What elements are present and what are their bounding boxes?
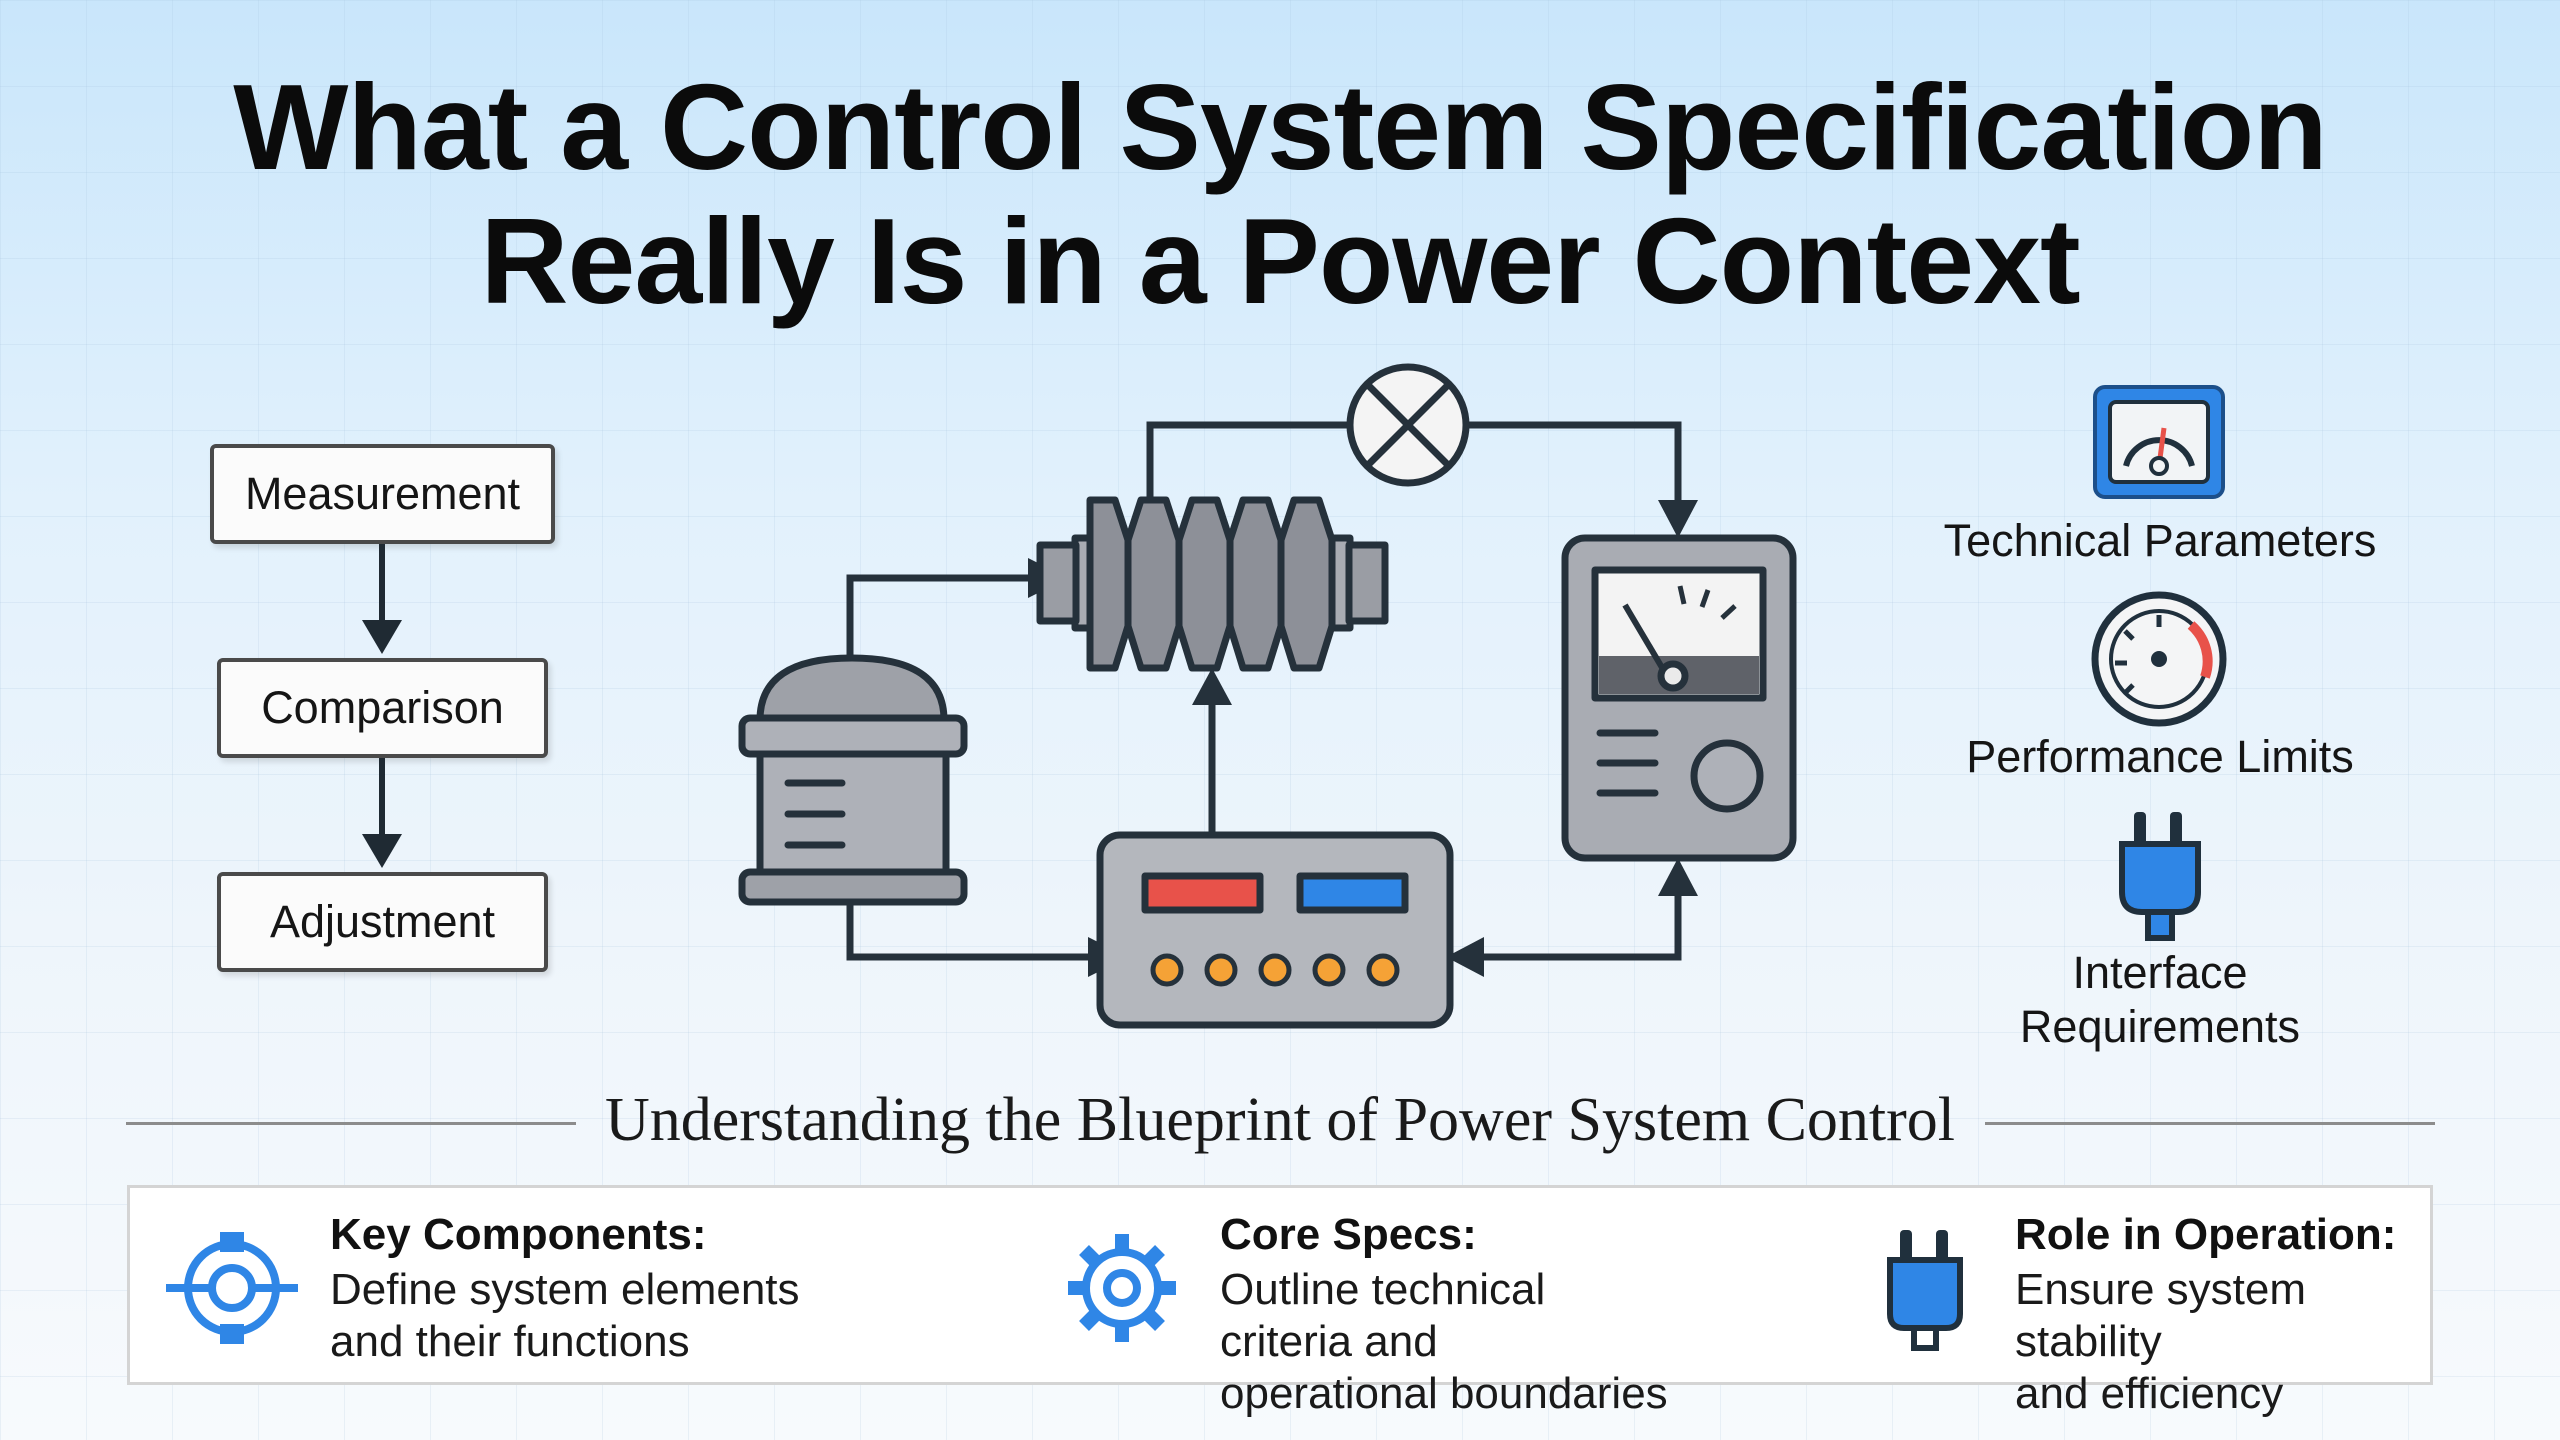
component-target-icon <box>166 1232 298 1344</box>
feature-interface-requirements: Interface Requirements <box>1900 946 2420 1054</box>
coil-icon <box>1036 496 1389 672</box>
card-desc-line-1: Define system elements <box>330 1265 800 1314</box>
title-line-2: Really Is in a Power Context <box>480 193 2080 329</box>
card-role-in-operation: Role in Operation: Ensure system stabili… <box>1680 1188 2430 1418</box>
plug-icon <box>2119 812 2201 941</box>
card-desc-line-2: and their functions <box>330 1317 690 1366</box>
summing-junction-icon <box>1346 363 1470 487</box>
card-description: Define system elements and their functio… <box>330 1264 890 1368</box>
feature-performance-limits: Performance Limits <box>1966 731 2354 782</box>
card-desc-line-2: and efficiency <box>2015 1369 2284 1418</box>
card-description: Ensure system stability and efficiency <box>2015 1264 2425 1420</box>
gauge-panel-icon <box>2093 385 2225 499</box>
line-summing-to-meter <box>1468 421 1682 518</box>
flow-step-comparison: Comparison <box>217 658 548 758</box>
card-title: Core Specs: <box>1220 1210 1477 1259</box>
card-desc-line-2: operational boundaries <box>1220 1369 1668 1418</box>
gear-icon <box>1068 1234 1176 1342</box>
line-source-to-coil <box>846 574 1030 660</box>
feature-interface-line-2: Requirements <box>2019 1001 2301 1052</box>
arrowhead-meter-up <box>1658 858 1698 896</box>
line-meter-to-controller <box>1480 872 1682 961</box>
card-key-components: Key Components: Define system elements a… <box>130 1188 890 1388</box>
meter-icon <box>1561 534 1797 862</box>
card-desc-line-1: Ensure system stability <box>2015 1265 2306 1366</box>
generator-icon <box>738 654 968 906</box>
card-desc-line-1: Outline technical criteria and <box>1220 1265 1546 1366</box>
title-line-1: What a Control System Specification <box>233 59 2328 195</box>
card-title: Key Components: <box>330 1210 707 1259</box>
arrowhead-to-controller-right <box>1446 937 1484 977</box>
card-title: Role in Operation: <box>2015 1210 2397 1259</box>
plug-icon <box>1887 1230 1963 1351</box>
flow-step-measurement: Measurement <box>210 444 555 544</box>
line-coil-to-summing <box>1146 421 1348 500</box>
subtitle-divider-right <box>1985 1122 2435 1125</box>
feature-technical-parameters: Technical Parameters <box>1943 515 2377 566</box>
subtitle-divider-left <box>126 1122 576 1125</box>
controller-icon <box>1096 831 1454 1029</box>
flow-step-adjustment: Adjustment <box>217 872 548 972</box>
card-description: Outline technical criteria and operation… <box>1220 1264 1680 1420</box>
arrowhead-controller-up <box>1192 668 1232 705</box>
speedometer-icon <box>2091 591 2227 727</box>
card-core-specs: Core Specs: Outline technical criteria a… <box>890 1188 1680 1418</box>
arrowhead-to-meter <box>1658 500 1698 538</box>
subtitle: Understanding the Blueprint of Power Sys… <box>604 1086 1956 1154</box>
feature-interface-line-1: Interface <box>2072 947 2248 998</box>
page-title: What a Control System Specification Real… <box>0 60 2560 328</box>
summary-panel: Key Components: Define system elements a… <box>127 1185 2433 1418</box>
